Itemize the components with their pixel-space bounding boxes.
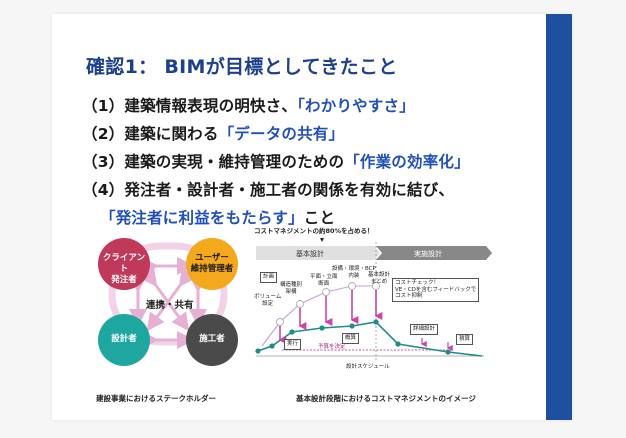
headline-pointer-icon xyxy=(320,238,324,242)
slide-title: 確認1： BIMが目標としてきたこと xyxy=(86,56,398,78)
arrow-diagonal-2 xyxy=(146,267,197,332)
user-label: ユーザー 維持管理者 xyxy=(190,253,234,274)
label-detail-design: 詳細設計 xyxy=(410,324,439,335)
target-point xyxy=(296,300,304,308)
cost-point xyxy=(255,348,261,354)
label-estimate: 積算 xyxy=(456,334,474,345)
target-point xyxy=(372,282,380,290)
slide-side-bar xyxy=(546,14,572,420)
label-equipment: 設備・環境・BCP 内装 xyxy=(332,266,376,279)
cost-caption: 基本設計段階におけるコストマネジメントのイメージ xyxy=(296,394,476,403)
target-point xyxy=(348,282,356,290)
center-label: 連携・共有 xyxy=(146,300,194,311)
user-circle xyxy=(186,238,238,290)
cost-point xyxy=(269,343,275,349)
label-check-note: コストチェック！ VE・CDを含むフィードバックで コスト抑制 xyxy=(392,278,480,302)
designer-circle xyxy=(98,314,150,366)
cost-point xyxy=(319,325,325,331)
label-rough: 概算 xyxy=(342,333,360,344)
stakeholder-caption: 建設事業におけるステークホルダー xyxy=(96,394,216,403)
phase-detail-label: 実施設計 xyxy=(414,250,442,258)
cost-graphic xyxy=(255,238,492,360)
bullet-1: （1）建築情報表現の明快さ、「わかりやすさ」 xyxy=(82,97,415,115)
bullet-4-continued: 「発注者に利益をもたらす」こと xyxy=(100,209,336,227)
cost-point xyxy=(349,323,355,329)
stakeholder-diagram: クライアント 発注者 ユーザー 維持管理者 設計者 施工者 連携・共有 xyxy=(88,226,248,376)
label-budget: 予算を決定 xyxy=(318,344,346,350)
bullet-2: （2）建築に関わる「データの共有」 xyxy=(82,125,345,143)
label-result: 実行 xyxy=(284,339,302,350)
cost-point xyxy=(445,349,451,355)
cost-management-diagram: コストマネジメントの約80%を占める！ xyxy=(252,228,498,378)
label-basic-summary: 基本設計 まとめ xyxy=(368,272,391,285)
contractor-circle xyxy=(186,314,238,366)
phase-detail-bar xyxy=(376,246,492,260)
contractor-label: 施工者 xyxy=(199,334,225,344)
label-volume: ボリューム 設定 xyxy=(254,294,282,307)
phase-basic-label: 基本設計 xyxy=(296,250,324,258)
label-structure: 構造種別 架構 xyxy=(280,282,303,295)
bullet-list: （1）建築情報表現の明快さ、「わかりやすさ」 （2）建築に関わる「データの共有」… xyxy=(82,92,532,232)
client-circle xyxy=(98,238,150,290)
bullet-3: （3）建築の実現・維持管理のための「作業の効率化」 xyxy=(82,153,470,171)
phase-basic-bar xyxy=(256,246,380,260)
label-section: 平面・立面 断面 xyxy=(310,274,338,287)
cost-point xyxy=(395,341,401,347)
stakeholder-graphic xyxy=(98,238,238,366)
label-axis: 設計スケジュール xyxy=(346,364,390,370)
target-curve xyxy=(261,285,376,347)
target-point xyxy=(276,318,284,326)
label-plan: 計画 xyxy=(260,272,278,283)
cost-point xyxy=(289,329,295,335)
client-label: クライアント 発注者 xyxy=(102,253,146,285)
cost-point xyxy=(373,319,379,325)
cost-headline: コストマネジメントの約80%を占める！ xyxy=(254,227,374,235)
target-point xyxy=(322,288,330,296)
bullet-4: （4）発注者・設計者・施工者の関係を有効に結び、 xyxy=(82,181,455,199)
designer-label: 設計者 xyxy=(111,334,137,344)
